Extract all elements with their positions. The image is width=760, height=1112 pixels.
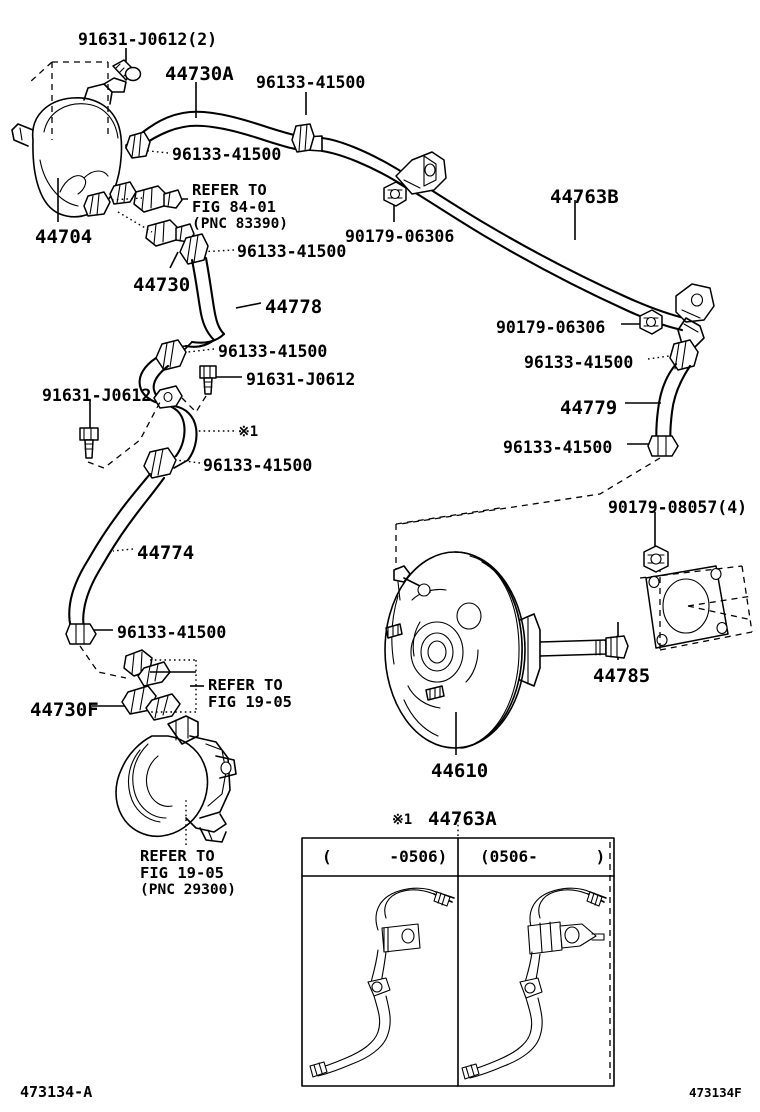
bolt-91631-left bbox=[79, 427, 99, 459]
part-callout: 44730 bbox=[133, 274, 191, 296]
part-callout: 96133-41500 bbox=[503, 438, 613, 457]
clamp-96133-44778 bbox=[155, 339, 187, 371]
clamp-96133-44774-top bbox=[143, 447, 177, 479]
part-callout: 96133-41500 bbox=[117, 623, 227, 642]
clamp-96133-44779-lower bbox=[647, 435, 679, 457]
part-callout: 90179-08057(4) bbox=[608, 498, 748, 517]
part-callout: 96133-41500 bbox=[256, 73, 366, 92]
part-callout: 44763B bbox=[550, 186, 619, 208]
part-callout: 91631-J0612 bbox=[246, 370, 356, 389]
reference-mark: ※1 bbox=[238, 424, 259, 440]
refer-to-note-line: REFER TO bbox=[208, 676, 283, 694]
inset-column-header-late: (0506- ) bbox=[480, 847, 606, 866]
part-callout: 96133-41500 bbox=[172, 145, 282, 164]
part-callout: 44704 bbox=[35, 226, 93, 248]
part-callout: 44730F bbox=[30, 699, 99, 721]
refer-to-note-pnc: (PNC 83390) bbox=[192, 216, 289, 232]
refer-to-note-line: FIG 19-05 bbox=[208, 693, 292, 711]
inset-reference-mark: ※1 bbox=[392, 812, 413, 828]
part-callout: 44779 bbox=[560, 397, 618, 419]
bolt-91631-top bbox=[112, 59, 142, 82]
nut-90179-06306-a bbox=[383, 181, 407, 207]
part-callout: 96133-41500 bbox=[203, 456, 313, 475]
nut-90179-08057 bbox=[643, 545, 669, 573]
refer-to-note-line: FIG 19-05 bbox=[140, 864, 224, 882]
nut-90179-06306-b bbox=[639, 309, 663, 335]
part-callout: 44610 bbox=[431, 760, 489, 782]
bolt-91631-right bbox=[199, 365, 217, 395]
inset-tube-late bbox=[461, 887, 607, 1080]
pipe-44763B-art bbox=[320, 136, 715, 332]
refer-to-note-line: FIG 84-01 bbox=[192, 198, 276, 216]
fitting-83390-upper bbox=[133, 185, 183, 213]
part-callout: 91631-J0612(2) bbox=[78, 30, 218, 49]
fitting-44730F-art bbox=[121, 649, 197, 721]
refer-to-note-line: REFER TO bbox=[192, 181, 267, 199]
inset-column-header-early: ( -0506) bbox=[322, 847, 448, 866]
part-callout: 44774 bbox=[137, 542, 195, 564]
part-callout: 44730A bbox=[165, 63, 234, 85]
clamp-96133-44774-bottom bbox=[65, 623, 97, 645]
inset-title: 44763A bbox=[428, 808, 497, 830]
part-callout: 91631-J0612 bbox=[42, 386, 152, 405]
reservoir-tank-art bbox=[11, 77, 137, 218]
part-callout: 90179-06306 bbox=[345, 227, 455, 246]
clamp-96133-44730A-left bbox=[125, 131, 151, 159]
clamp-96133-44730A-right bbox=[291, 123, 315, 153]
part-callout: 44785 bbox=[593, 665, 651, 687]
refer-to-note-pnc: (PNC 29300) bbox=[140, 882, 237, 898]
part-callout: 96133-41500 bbox=[524, 353, 634, 372]
brake-booster-art bbox=[384, 507, 629, 749]
power-steering-pump-art bbox=[115, 715, 237, 843]
gasket-44785-art bbox=[645, 565, 729, 649]
clamp-96133-44779-upper bbox=[669, 339, 699, 371]
part-callout: 96133-41500 bbox=[218, 342, 328, 361]
inset-tube-early bbox=[309, 887, 455, 1078]
refer-to-note-line: REFER TO bbox=[140, 847, 215, 865]
sheet-id-left: 473134-A bbox=[20, 1083, 93, 1101]
sheet-id-right: 473134F bbox=[689, 1085, 742, 1100]
tube-star1-art bbox=[138, 356, 198, 469]
part-callout: 44778 bbox=[265, 296, 323, 318]
clamp-96133-44730 bbox=[179, 233, 209, 265]
part-callout: 96133-41500 bbox=[237, 242, 347, 261]
inset-box-art bbox=[301, 820, 615, 1087]
part-callout: 90179-06306 bbox=[496, 318, 606, 337]
